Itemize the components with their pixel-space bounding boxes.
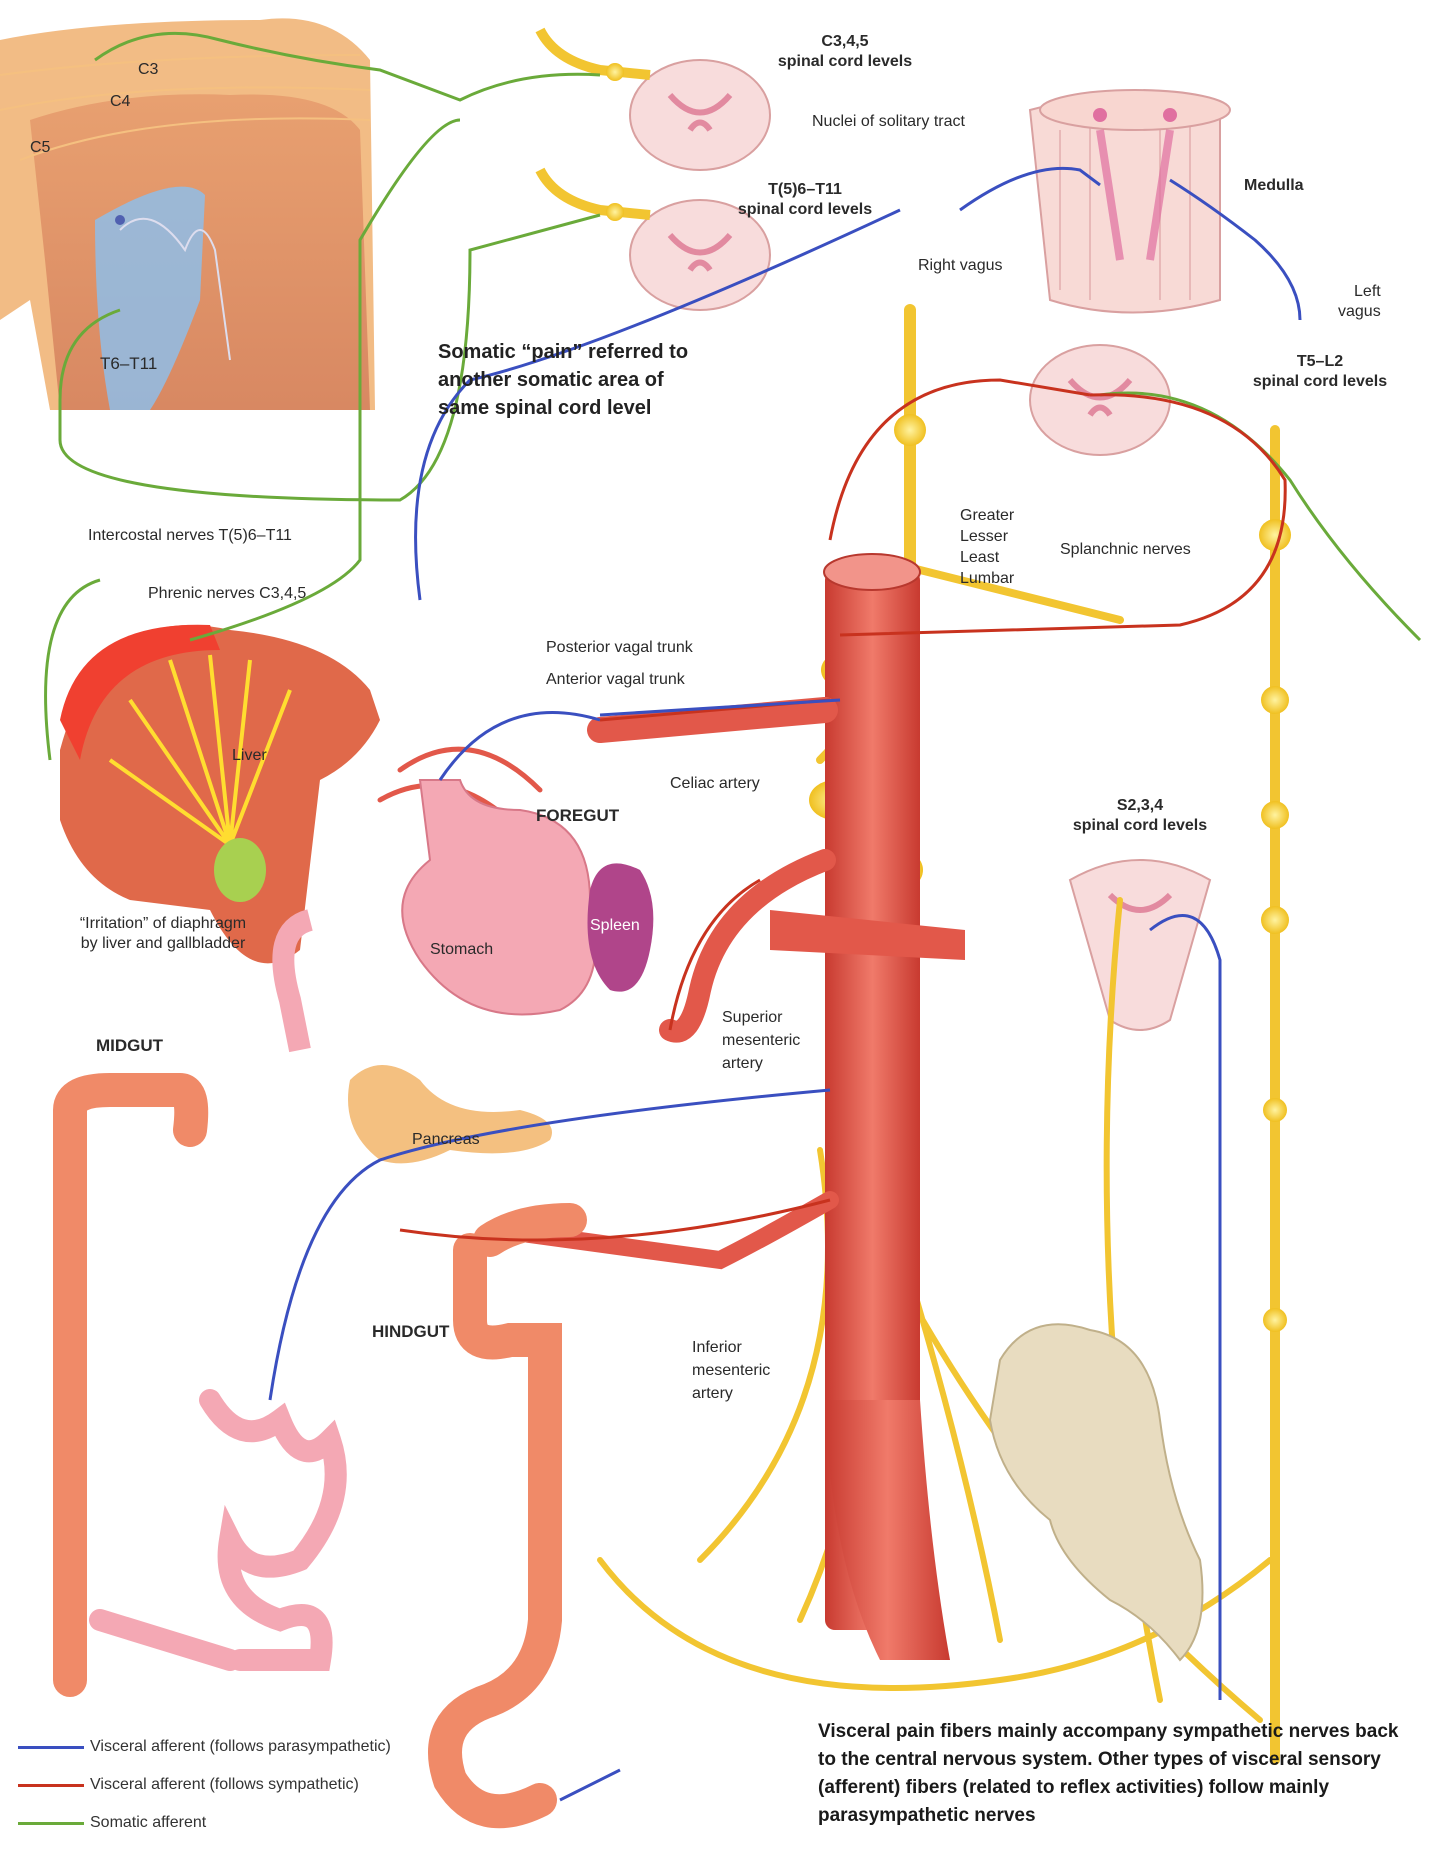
c4-label: C4 xyxy=(110,92,130,112)
legend-item-sympathetic: Visceral afferent (follows sympathetic) xyxy=(18,1766,391,1804)
midgut-label: MIDGUT xyxy=(96,1036,163,1056)
somatic-pain-note: Somatic “pain” referred to another somat… xyxy=(438,338,688,422)
diaphragm-and-liver xyxy=(60,625,380,964)
spleen-label: Spleen xyxy=(590,916,640,936)
t6-t11-label: T6–T11 xyxy=(100,354,157,374)
spinal-cord-s234 xyxy=(1070,860,1210,1030)
splanchnic-nerves-label: Splanchnic nerves xyxy=(1060,540,1191,560)
posterior-vagal-trunk-label: Posterior vagal trunk xyxy=(546,638,693,658)
spinal-cord-c345 xyxy=(540,30,770,170)
phrenic-nerves-label: Phrenic nerves C3,4,5 xyxy=(148,584,306,604)
legend-swatch xyxy=(18,1746,84,1749)
spinal-cord-t5l2 xyxy=(1030,345,1170,455)
liver-label: Liver xyxy=(232,746,267,766)
t5l2-spinal-cord-label: T5–L2 spinal cord levels xyxy=(1240,352,1400,392)
torso-figure xyxy=(0,18,375,410)
sacrum xyxy=(990,1324,1203,1660)
legend-label: Visceral afferent (follows sympathetic) xyxy=(90,1776,359,1794)
colon-midgut xyxy=(70,1090,336,1680)
hindgut-label: HINDGUT xyxy=(372,1322,449,1342)
legend-item-somatic: Somatic afferent xyxy=(18,1804,391,1842)
foregut-label: FOREGUT xyxy=(536,806,619,826)
caption: Visceral pain fibers mainly accompany sy… xyxy=(818,1718,1418,1830)
irritation-diaphragm-label: “Irritation” of diaphragm by liver and g… xyxy=(58,914,268,954)
intercostal-nerves-label: Intercostal nerves T(5)6–T11 xyxy=(88,526,292,546)
superior-mesenteric-artery-label: Superior mesenteric artery xyxy=(722,1006,800,1075)
legend-swatch xyxy=(18,1784,84,1787)
legend-item-parasympathetic: Visceral afferent (follows parasympathet… xyxy=(18,1728,391,1766)
right-vagus-label: Right vagus xyxy=(918,256,1003,276)
s234-spinal-cord-label: S2,3,4 spinal cord levels xyxy=(1060,796,1220,836)
pancreas-label: Pancreas xyxy=(412,1130,480,1150)
colon-hindgut xyxy=(445,1220,570,1811)
celiac-artery-label: Celiac artery xyxy=(670,774,760,794)
legend-swatch xyxy=(18,1822,84,1825)
c5-label: C5 xyxy=(30,138,50,158)
legend-label: Visceral afferent (follows parasympathet… xyxy=(90,1738,391,1756)
left-vagus-label: Left vagus xyxy=(1338,282,1381,322)
splanchnic-nerve-list: Greater Lesser Least Lumbar xyxy=(960,505,1014,589)
t611-spinal-cord-label: T(5)6–T11 spinal cord levels xyxy=(730,180,880,220)
nuclei-solitary-tract-label: Nuclei of solitary tract xyxy=(812,112,965,132)
legend-label: Somatic afferent xyxy=(90,1814,206,1832)
c345-spinal-cord-label: C3,4,5 spinal cord levels xyxy=(770,32,920,72)
legend: Visceral afferent (follows parasympathet… xyxy=(18,1728,391,1842)
medulla-label: Medulla xyxy=(1244,176,1304,196)
inferior-mesenteric-artery-label: Inferior mesenteric artery xyxy=(692,1336,770,1405)
c3-label: C3 xyxy=(138,60,158,80)
stomach-label: Stomach xyxy=(430,940,493,960)
anterior-vagal-trunk-label: Anterior vagal trunk xyxy=(546,670,685,690)
